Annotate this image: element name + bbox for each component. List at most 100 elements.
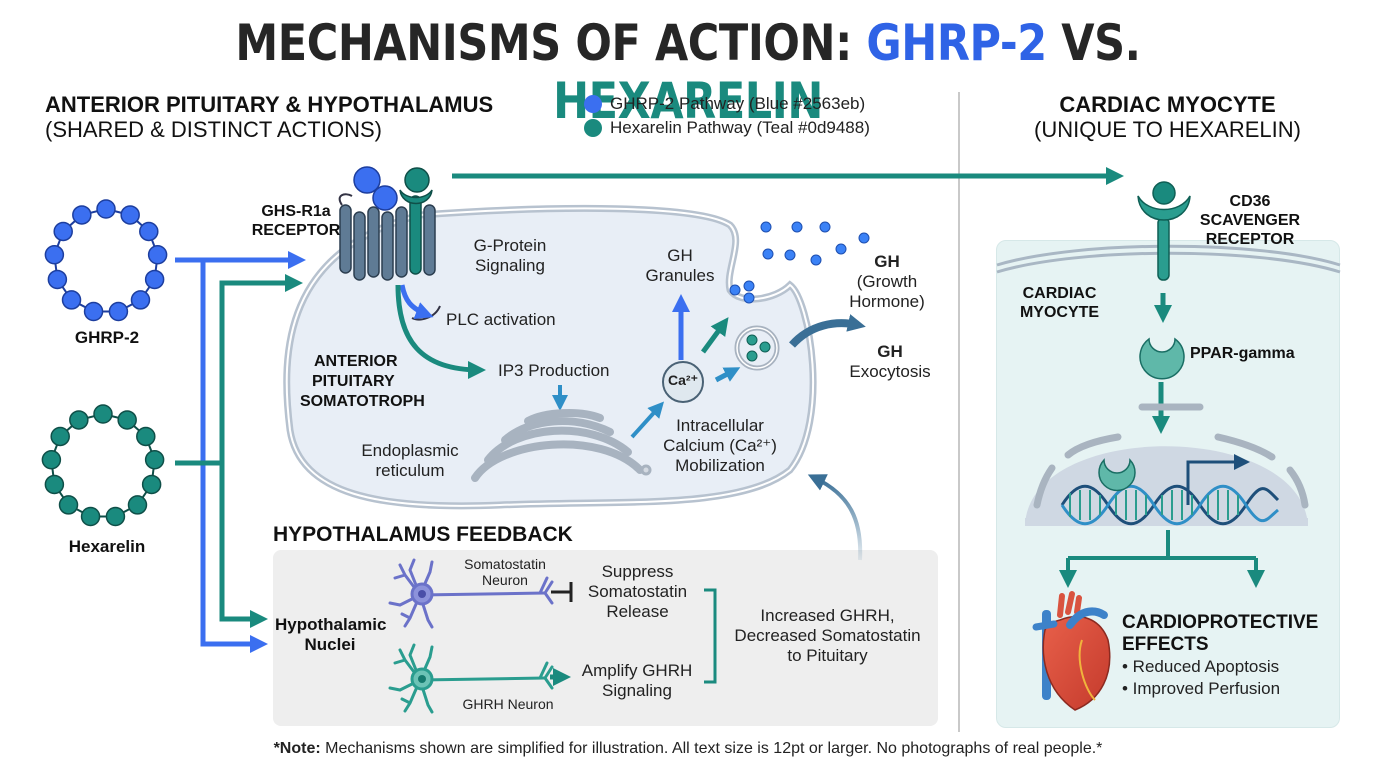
amplify-line1: Amplify GHRH	[581, 661, 693, 680]
g-protein-line2: Signaling	[475, 256, 545, 275]
peptide-residue	[83, 301, 104, 322]
calcium-to-vesicle-arrow	[714, 367, 741, 383]
receptor-line2: RECEPTOR	[251, 222, 341, 239]
hexarelin-connector-arrows	[175, 167, 1124, 628]
peptide-residue	[93, 404, 113, 424]
gh-growth-hormone-label: GH (Growth Hormone)	[832, 252, 942, 312]
nuclei-line1: Hypothalamic	[275, 615, 387, 634]
peptide-residue	[80, 506, 101, 527]
suppress-somatostatin-label: Suppress Somatostatin Release	[575, 562, 700, 622]
plc-arrow	[399, 284, 434, 320]
teal-dot-icon	[584, 119, 602, 137]
peptide-residue	[105, 506, 126, 527]
effects-heading-line1: CARDIOPROTECTIVE	[1122, 612, 1319, 633]
suppress-line1: Suppress	[601, 562, 674, 581]
peptide-residue	[141, 474, 162, 495]
cardiac-line2: MYOCYTE	[1019, 304, 1100, 321]
ghrh-neuron-label: GHRH Neuron	[462, 696, 554, 712]
ghs-r1a-receptor-label: GHS-R1a RECEPTOR	[240, 202, 352, 240]
legend-item-hexarelin: Hexarelin Pathway (Teal #0d9488)	[584, 116, 870, 140]
peptide-residue	[61, 290, 82, 310]
calcium-line1: Intracellular	[676, 416, 764, 435]
somatotroph-line3: SOMATOTROPH	[300, 393, 425, 410]
peptide-residue	[72, 205, 92, 225]
plc-activation-label: PLC activation	[446, 310, 556, 329]
title-drug-a: GHRP-2	[866, 14, 1047, 72]
somatotroph-cell	[283, 204, 817, 510]
gh-granules-released-icon	[729, 221, 870, 304]
somatotroph-label: ANTERIOR PITUITARY SOMATOTROPH	[300, 352, 450, 412]
peptide-residue	[144, 449, 165, 470]
cd36-line2: SCAVENGER	[1199, 212, 1301, 229]
peptide-residue	[44, 244, 65, 265]
gh-line2: (Growth	[856, 272, 918, 291]
peptide-residue	[139, 221, 159, 242]
result-line1: Increased GHRH,	[760, 606, 895, 625]
cd36-receptor-icon	[1137, 181, 1191, 281]
granules-line1: GH	[667, 246, 693, 265]
somatotroph-line1: ANTERIOR	[314, 353, 398, 370]
inhibit-symbol-icon	[551, 582, 573, 602]
cardiac-myocyte-label: CARDIAC MYOCYTE	[1012, 284, 1107, 322]
ghrp2-label: GHRP-2	[74, 328, 140, 347]
right-subheading-text: (UNIQUE TO HEXARELIN)	[1034, 117, 1301, 142]
transcription-arrowhead-icon	[1234, 454, 1250, 470]
hypothalamus-feedback-panel	[273, 550, 938, 726]
nucleus-icon	[1025, 403, 1309, 526]
gh-granules-label: GH Granules	[630, 246, 730, 286]
er-to-calcium-arrow	[630, 401, 665, 439]
amplify-line2: Signaling	[602, 681, 672, 700]
feedback-to-pituitary-arrow	[807, 474, 863, 561]
er-label: Endoplasmic reticulum	[355, 441, 465, 481]
calcium-line2: Calcium (Ca²⁺)	[663, 436, 777, 455]
ghrh-neuron-icon	[388, 643, 554, 714]
cardioprotective-effects: CARDIOPROTECTIVE EFFECTS • Reduced Apopt…	[1122, 612, 1337, 700]
effects-heading-line2: EFFECTS	[1122, 634, 1209, 655]
calcium-mobilization-label: Intracellular Calcium (Ca²⁺) Mobilizatio…	[655, 416, 785, 476]
footer-note: *Note: Mechanisms shown are simplified f…	[0, 740, 1376, 758]
transcription-start-icon	[1186, 460, 1236, 505]
calcium-badge-icon	[662, 361, 704, 403]
left-heading-text: ANTERIOR PITUITARY & HYPOTHALAMUS	[45, 92, 494, 117]
peptide-residue	[53, 221, 73, 242]
peptide-residue	[130, 290, 151, 310]
somatotroph-line2: PITUITARY	[312, 373, 395, 390]
somatostatin-neuron-icon	[388, 558, 554, 629]
right-section-heading: CARDIAC MYOCYTE (UNIQUE TO HEXARELIN)	[1000, 92, 1335, 142]
ppar-gamma-icon	[1139, 337, 1185, 380]
right-heading-text: CARDIAC MYOCYTE	[1059, 92, 1276, 117]
heart-icon	[1032, 591, 1111, 711]
exo-line2: Exocytosis	[849, 362, 931, 381]
granules-line2: Granules	[645, 266, 715, 285]
result-line3: to Pituitary	[787, 646, 868, 665]
gh-line3: Hormone)	[849, 292, 925, 311]
legend-label-ghrp2: GHRP-2 Pathway (Blue #2563eb)	[610, 94, 866, 113]
ppar-bound-dna-icon	[1098, 458, 1136, 492]
ghrp2-connector-arrows	[175, 251, 306, 653]
peptide-residue	[108, 301, 129, 322]
note-text: Mechanisms shown are simplified for illu…	[320, 740, 1103, 757]
g-protein-label: G-Protein Signaling	[455, 236, 565, 276]
result-line2: Decreased Somatostatin	[734, 626, 921, 645]
gh-vesicle-icon	[734, 325, 780, 371]
amplify-ghrh-label: Amplify GHRH Signaling	[572, 661, 702, 701]
feedback-bracket	[704, 588, 717, 684]
g-protein-line1: G-Protein	[473, 236, 547, 255]
peptide-residue	[47, 269, 68, 290]
legend-item-ghrp2: GHRP-2 Pathway (Blue #2563eb)	[584, 92, 870, 116]
effects-branch-arrows	[1059, 530, 1265, 588]
peptide-residue	[50, 426, 70, 447]
exo-title: GH	[877, 342, 903, 361]
peptide-residue	[127, 495, 148, 515]
gh-exocytosis-label: GH Exocytosis	[840, 342, 940, 382]
hypothalamus-feedback-heading: HYPOTHALAMUS FEEDBACK	[273, 523, 573, 546]
peptide-residue	[144, 269, 165, 290]
peptide-residue	[96, 199, 116, 219]
blue-dot-icon	[584, 95, 602, 113]
nuclei-line2: Nuclei	[304, 635, 356, 654]
peptide-residue	[120, 205, 140, 225]
effect-item: • Reduced Apoptosis	[1122, 657, 1280, 676]
feedback-result-label: Increased GHRH, Decreased Somatostatin t…	[720, 606, 935, 666]
suppress-line2: Somatostatin	[587, 582, 688, 601]
